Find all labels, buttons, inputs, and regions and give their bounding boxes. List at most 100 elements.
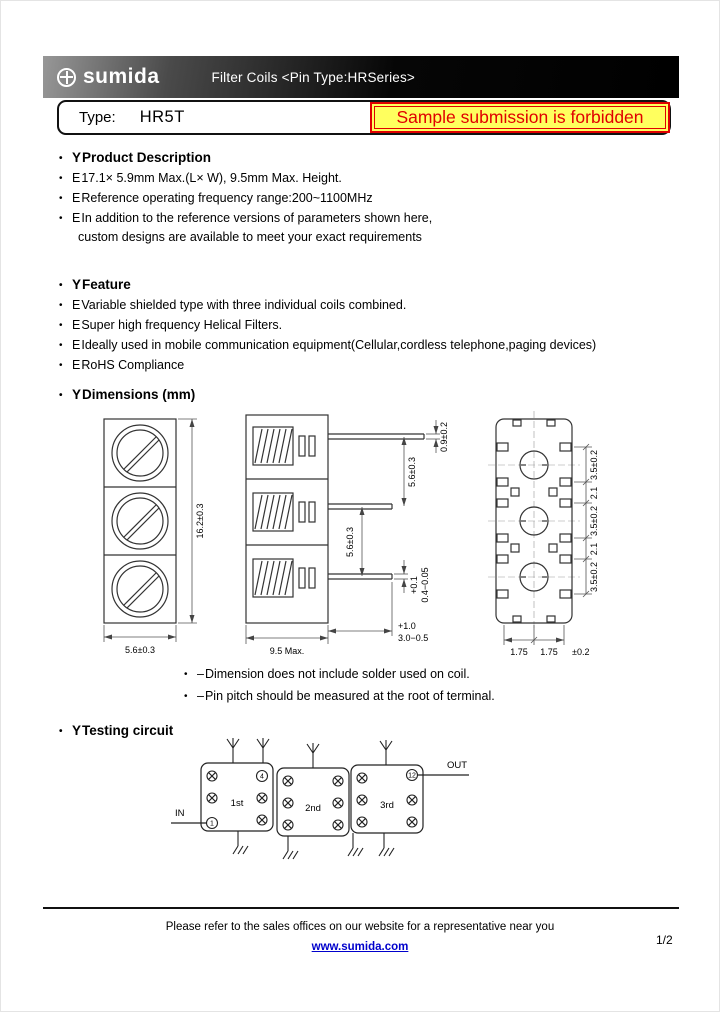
testing-circuit-drawing: 1 4 12 1st 2nd 3rd IN OUT bbox=[171, 737, 469, 860]
sumida-logo-icon bbox=[57, 67, 76, 87]
terminal-icon bbox=[332, 775, 344, 787]
header-bar: sumida Filter Coils <Pin Type:HRSeries> bbox=[43, 56, 679, 98]
bullet-dot-icon: • bbox=[59, 319, 63, 331]
pin-number-output: 12 bbox=[408, 773, 416, 780]
product-description-title-text: Product Description bbox=[82, 150, 212, 165]
dim-label-pin-length: 3.0−0.5 bbox=[398, 633, 428, 643]
sumida-logo: sumida bbox=[57, 65, 160, 89]
ground-icon bbox=[282, 835, 299, 860]
ground-icon bbox=[347, 832, 364, 857]
terminal-icon bbox=[406, 794, 418, 806]
bullet-text: 17.1× 5.9mm Max.(L× W), 9.5mm Max. Heigh… bbox=[81, 171, 342, 185]
section-testing-circuit: • YTesting circuit bbox=[59, 723, 173, 738]
terminal-icon bbox=[332, 797, 344, 809]
footer-note: Please refer to the sales offices on our… bbox=[165, 921, 555, 933]
dim-label-top-width: 5.6±0.3 bbox=[125, 645, 155, 655]
ground-up-icon bbox=[379, 739, 393, 766]
bullet-dot-icon: • bbox=[59, 152, 63, 164]
bullet-marker: E bbox=[72, 171, 81, 185]
bullet-line-continuation: custom designs are available to meet you… bbox=[59, 230, 432, 244]
type-value: HR5T bbox=[139, 108, 185, 126]
bullet-text: RoHS Compliance bbox=[81, 358, 185, 372]
ground-icon bbox=[232, 830, 249, 855]
dim-label-col-3: 3.5±0.2 bbox=[589, 506, 599, 536]
terminal-icon bbox=[332, 819, 344, 831]
ground-up-icon bbox=[306, 742, 320, 769]
bottom-view-body bbox=[495, 418, 573, 624]
side-view-dim-lines bbox=[245, 420, 440, 644]
note-text: Dimension does not include solder used o… bbox=[204, 667, 470, 681]
pin-12-circle bbox=[405, 768, 419, 782]
terminal-icon bbox=[356, 816, 368, 828]
bottom-view-dim-lines bbox=[503, 443, 592, 645]
out-label: OUT bbox=[447, 760, 467, 771]
note-text: Pin pitch should be measured at the root… bbox=[204, 689, 495, 703]
section-marker: Y bbox=[72, 150, 82, 165]
pin-1-circle bbox=[205, 816, 219, 830]
sample-warning-text: Sample submission is forbidden bbox=[396, 107, 644, 127]
dimensions-title-text: Dimensions (mm) bbox=[82, 387, 196, 402]
dim-label-pin-length-plus: +1.0 bbox=[398, 621, 416, 631]
terminal-icon bbox=[256, 814, 268, 826]
bullet-dot-icon: • bbox=[59, 359, 63, 371]
dim-label-col-4: 2.1 bbox=[589, 543, 599, 556]
terminal-icon bbox=[356, 794, 368, 806]
ground-icon bbox=[378, 832, 395, 857]
note-marker: – bbox=[197, 667, 204, 681]
testing-circuit-title: • YTesting circuit bbox=[59, 723, 173, 738]
sample-warning-box: Sample submission is forbidden bbox=[370, 102, 670, 133]
dim-label-pin-thickness-plus: +0.1 bbox=[409, 576, 419, 594]
dim-label-row-2: 1.75 bbox=[540, 647, 558, 657]
terminal-icon bbox=[206, 792, 218, 804]
dimensions-drawing: 16.2±0.3 5.6±0.3 bbox=[103, 411, 599, 657]
header-title: Filter Coils <Pin Type:HRSeries> bbox=[211, 69, 416, 85]
section-feature: •YFeature •EVariable shielded type with … bbox=[59, 277, 596, 372]
product-description-title: • YProduct Description bbox=[59, 150, 432, 165]
section-marker: Y bbox=[72, 723, 82, 738]
dim-label-pitch-upper: 5.6±0.3 bbox=[407, 457, 417, 487]
bullet-dot-icon: • bbox=[59, 339, 63, 351]
testing-circuit-title-text: Testing circuit bbox=[82, 723, 174, 738]
type-label: Type: bbox=[79, 109, 116, 126]
bullet-dot-icon: • bbox=[59, 389, 63, 401]
bullet-text: In addition to the reference versions of… bbox=[81, 211, 433, 225]
section-marker: Y bbox=[72, 277, 82, 292]
pin-4-circle bbox=[255, 769, 269, 783]
bullet-marker: E bbox=[72, 338, 81, 352]
dim-label-row-tol: ±0.2 bbox=[572, 647, 589, 657]
top-view-body bbox=[103, 418, 177, 624]
bullet-line: •ESuper high frequency Helical Filters. bbox=[59, 318, 596, 332]
dim-label-body-height: 9.5 Max. bbox=[270, 646, 305, 656]
terminal-icon bbox=[282, 819, 294, 831]
pin-number-stage1-out: 4 bbox=[260, 774, 264, 781]
bullet-line: • EIdeally used in mobile communication e… bbox=[59, 338, 596, 352]
footer-divider bbox=[43, 907, 679, 909]
dim-label-col-5: 3.5±0.2 bbox=[589, 562, 599, 592]
section-product-description: •YProduct Description •E17.1× 5.9mm Max.… bbox=[59, 150, 432, 244]
terminal-icon bbox=[206, 770, 218, 782]
feature-title: •YFeature bbox=[59, 277, 596, 292]
terminal-icon bbox=[406, 816, 418, 828]
bullet-line: •ERoHS Compliance bbox=[59, 358, 596, 372]
bullet-line: •EVariable shielded type with three indi… bbox=[59, 298, 596, 312]
bullet-dot-icon: • bbox=[59, 172, 63, 184]
stage-label-1: 1st bbox=[231, 798, 244, 809]
bullet-marker: E bbox=[72, 318, 81, 332]
dimension-notes: •–Dimension does not include solder used… bbox=[184, 667, 495, 711]
bullet-marker: E bbox=[72, 211, 81, 225]
dim-label-pin-thickness: 0.4−0.05 bbox=[420, 567, 430, 602]
dim-label-row-1: 1.75 bbox=[510, 647, 528, 657]
terminal-icon bbox=[356, 772, 368, 784]
bullet-dot-icon: • bbox=[184, 690, 188, 702]
bullet-dot-icon: • bbox=[184, 668, 188, 680]
dim-label-pitch-lower: 5.6±0.3 bbox=[345, 527, 355, 557]
dim-label-col-2: 2.1 bbox=[589, 487, 599, 500]
bullet-text: Ideally used in mobile communication equ… bbox=[81, 338, 597, 352]
section-marker: Y bbox=[72, 387, 82, 402]
dim-label-top-length: 16.2±0.3 bbox=[195, 504, 205, 539]
bullet-dot-icon: • bbox=[59, 192, 63, 204]
sumida-website-link[interactable]: www.sumida.com bbox=[311, 941, 409, 953]
bullet-dot-icon: • bbox=[59, 725, 63, 737]
in-label: IN bbox=[175, 808, 185, 819]
circuit-terminals bbox=[205, 768, 419, 831]
